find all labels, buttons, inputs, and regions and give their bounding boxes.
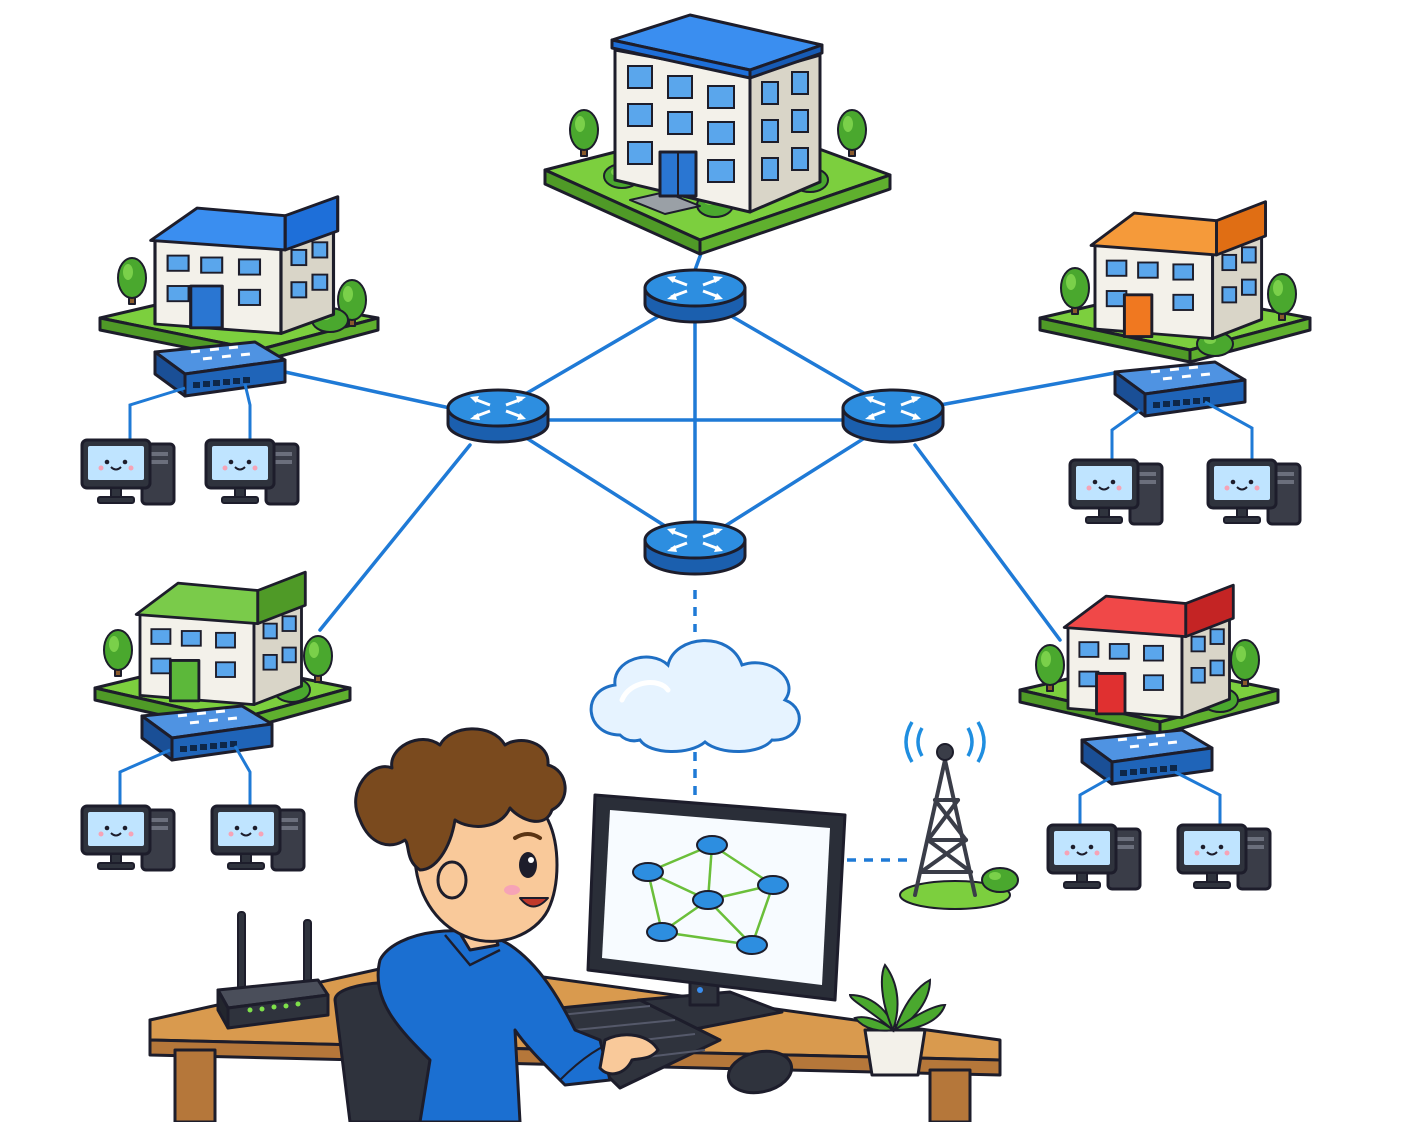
computer-se-2 [1176, 823, 1272, 891]
router-east [841, 388, 945, 444]
router-top [643, 268, 747, 324]
headquarters-building [543, 13, 892, 256]
monitor [586, 793, 847, 1032]
switch-southeast [1080, 728, 1214, 786]
cloud-icon [589, 639, 801, 753]
switch-northwest [153, 340, 287, 398]
branch-building-southeast [1018, 583, 1280, 736]
switch-northeast [1113, 360, 1247, 418]
router-bottom [643, 520, 747, 576]
computer-sw-2 [210, 804, 306, 872]
branch-building-northeast [1038, 200, 1312, 364]
screen-network-diagram [632, 835, 789, 955]
lan-links [118, 383, 1254, 825]
network-engineer-person [333, 727, 660, 1122]
computer-ne-1 [1068, 458, 1164, 526]
branch-building-northwest [98, 195, 380, 364]
mouse [726, 1049, 794, 1095]
computer-ne-2 [1206, 458, 1302, 526]
radio-tower-icon [899, 721, 1019, 910]
wifi-router-icon [216, 911, 330, 1030]
router-west [446, 388, 550, 444]
computer-nw-1 [80, 438, 176, 506]
computer-se-1 [1046, 823, 1142, 891]
computer-nw-2 [204, 438, 300, 506]
computer-sw-1 [80, 804, 176, 872]
potted-plant-icon [848, 963, 947, 1077]
switch-southwest [140, 704, 274, 762]
